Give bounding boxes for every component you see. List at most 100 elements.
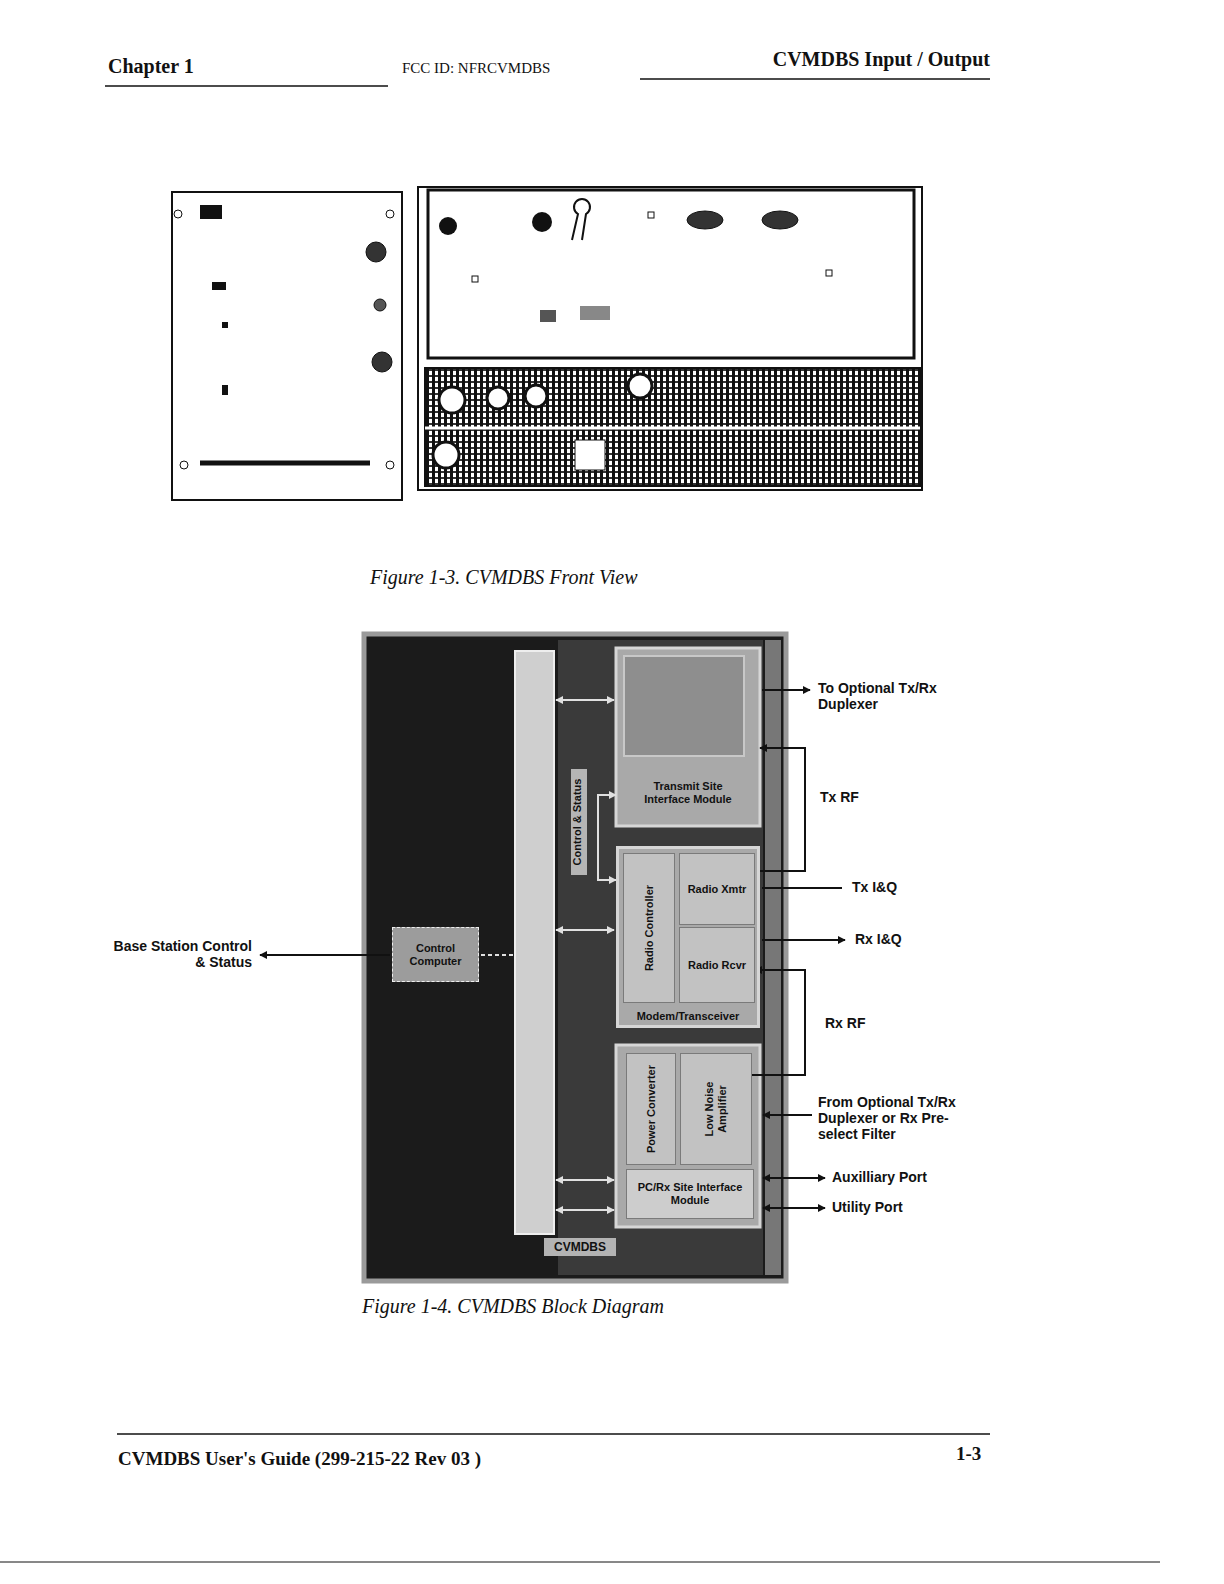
connector-jack [525,385,547,407]
sub-block: Radio Xmtr [679,853,755,925]
connector-jack [372,352,392,372]
sub-block: Radio Controller [623,853,675,1003]
block-label: Low Noise Amplifier [681,1054,751,1164]
figure-caption: Figure 1-4. CVMDBS Block Diagram [362,1295,822,1318]
page-edge-rule [0,1562,1160,1563]
port-label: Utility Port [832,1199,972,1215]
port-label: Auxilliary Port [832,1169,972,1185]
block-label: Radio Rcvr [680,928,754,1002]
sub-block: Radio Rcvr [679,927,755,1003]
screw [174,210,182,218]
connector-block [575,440,605,470]
block-label: Control Computer [393,928,478,981]
sub-block: Low Noise Amplifier [680,1053,752,1165]
connector-jack [374,299,386,311]
header-rule [105,85,388,87]
port-arrow [762,939,845,941]
signal-label: Tx RF [818,789,861,806]
bus-link [556,699,614,701]
signal-label: Control & Status [571,769,587,875]
power-amplifier-area [624,656,744,756]
bus-link [556,1179,614,1181]
mark [648,212,654,218]
port-arrow [762,689,810,691]
page-number: 1-3 [956,1443,1016,1465]
front-panel-right [418,187,922,490]
sub-block: Power Converter [626,1053,676,1165]
block-label: CVMDBS [544,1238,616,1256]
signal-label: Tx I&Q [852,879,942,895]
block-label: Radio Xmtr [680,854,754,924]
connector-jack [433,442,459,468]
mark [472,276,478,282]
port-arrow [260,954,390,956]
block-label: Radio Controller [624,854,674,1002]
port-arrow [763,1207,825,1209]
indicator [212,282,226,290]
header-rule [640,78,990,80]
port-label: Base Station Control & Status [100,938,252,970]
port-arrow [763,1114,812,1116]
housing-frame [364,634,786,1281]
connector-jack [439,387,465,413]
port-arrow [763,1177,825,1179]
housing: CVMDBS Control Computer Transmit Site Inte… [364,634,786,1281]
screw [386,461,394,469]
block-label: PC/Rx Site Interface Module [627,1170,753,1218]
transmit-module-frame [616,648,760,826]
connector-jack [487,387,509,409]
mark [580,306,610,320]
mark [540,310,556,322]
indicator [222,322,228,328]
signal-connector [598,795,616,880]
knob [572,199,590,240]
system-bus [515,651,554,1234]
block-label: Power Converter [627,1054,675,1164]
logo-mark [200,205,222,219]
bus-link [481,954,513,956]
screw [439,217,457,235]
footer-rule [117,1433,990,1435]
handle-bar [200,461,370,466]
connector-jack [366,242,386,262]
module-divider [425,427,920,430]
front-panel-left [172,192,402,500]
rule-lines [0,79,1160,1562]
screw [180,461,188,469]
interface-box: PC/Rx Site Interface Module [626,1169,754,1219]
section-heading: CVMDBS Input / Output [680,48,990,71]
port-label: To Optional Tx/Rx Duplexer [818,680,968,712]
block-label: Modem/Transceiver [619,1007,757,1025]
footer-title: CVMDBS User's Guide (299-215-22 Rev 03 ) [118,1448,718,1470]
computer-box: Control Computer [392,927,479,982]
fcc-id: FCC ID: NFRCVMDBS [402,60,632,77]
signal-label: Rx RF [823,1015,867,1032]
module-box: Transmit Site Interface Module [616,648,760,826]
figure-caption: Figure 1-3. CVMDBS Front View [370,566,790,589]
signal-connector [755,748,805,871]
receive-module-frame [616,1045,760,1227]
connector-jack [532,212,552,232]
chapter-heading: Chapter 1 [108,55,308,78]
connector-jack [628,374,652,398]
d-sub-connector [762,211,798,229]
bus-link [556,1209,614,1211]
upper-module [428,190,914,358]
indicator [222,385,228,395]
front-view-photo [172,187,922,500]
bus-links [556,700,614,1210]
screw [386,210,394,218]
bus-link [556,929,614,931]
block-diagram-art [260,634,845,1281]
port-arrows [260,690,845,1208]
port-label: From Optional Tx/Rx Duplexer or Rx Pre-s… [818,1094,988,1142]
signal-label: Rx I&Q [855,931,945,947]
module-box: Modem/Transceiver Radio ControllerRadio X… [616,846,760,1028]
side-strip [765,640,781,1275]
block-label: Transmit Site Interface Module [632,766,744,820]
